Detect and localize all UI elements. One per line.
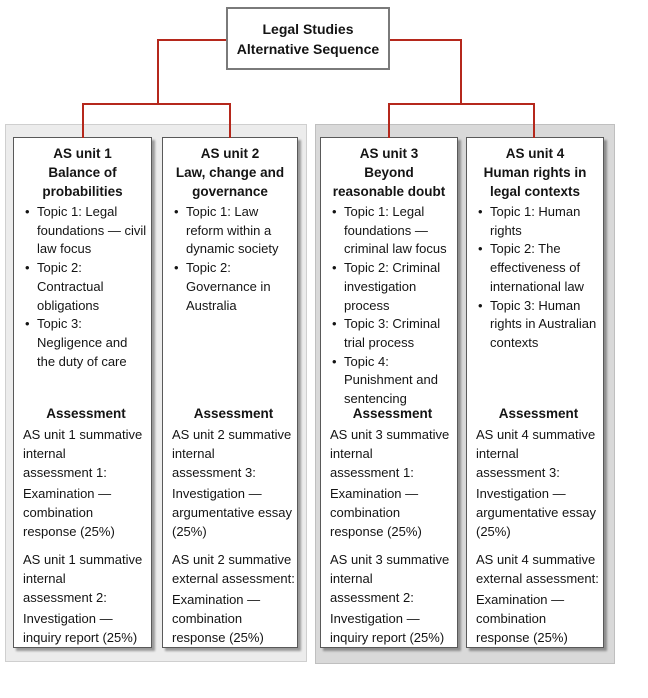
- assessment-detail: Investigation — inquiry report (25%): [330, 611, 445, 645]
- topic-item: Topic 2: Criminal investigation process: [330, 259, 454, 315]
- topic-item: Topic 2: Contractual obligations: [23, 259, 148, 315]
- assessment-heading: Assessment: [498, 406, 579, 421]
- assessment-detail: Investigation — inquiry report (25%): [23, 611, 138, 645]
- connector-stub-unit4: [533, 103, 535, 138]
- unit-heading: AS unit 4 Human rights in legal contexts: [467, 144, 603, 201]
- topic-item: Topic 3: Negligence and the duty of care: [23, 315, 148, 371]
- assessment-detail: Investigation — argumentative essay (25%…: [476, 486, 596, 539]
- connector-stub-unit2: [229, 103, 231, 138]
- topic-list: Topic 1: Legal foundations — criminal la…: [321, 203, 457, 409]
- unit-box-as-unit-2: AS unit 2 Law, change and governance Top…: [162, 137, 298, 648]
- assessment-section: Assessment AS unit 1 summative internal …: [14, 404, 151, 649]
- root-node: Legal Studies Alternative Sequence: [226, 7, 390, 70]
- topic-item: Topic 1: Law reform within a dynamic soc…: [172, 203, 294, 259]
- assessment-label: AS unit 2 summative internal assessment …: [172, 427, 292, 480]
- unit-heading: AS unit 3 Beyond reasonable doubt: [321, 144, 457, 201]
- assessment-label: AS unit 3 summative internal assessment …: [330, 427, 450, 480]
- connector-stub-unit3: [388, 103, 390, 138]
- assessment-label: AS unit 2 summative external assessment:: [172, 552, 295, 586]
- assessment-heading: Assessment: [46, 406, 126, 421]
- topic-item: Topic 4: Punishment and sentencing: [330, 353, 454, 409]
- assessment-detail: Examination — combination response (25%): [172, 592, 264, 645]
- assessment-detail: Examination — combination response (25%): [330, 486, 422, 539]
- connector-right-trunk: [460, 39, 462, 105]
- topic-item: Topic 1: Human rights: [476, 203, 600, 240]
- assessment-heading: Assessment: [352, 406, 433, 421]
- assessment-section: Assessment AS unit 3 summative internal …: [321, 404, 457, 649]
- assessment-section: Assessment AS unit 2 summative internal …: [163, 404, 297, 649]
- unit-name: Balance of probabilities: [42, 165, 123, 199]
- assessment-label: AS unit 4 summative internal assessment …: [476, 427, 596, 480]
- unit-title: AS unit 3: [359, 146, 419, 161]
- assessment-label: AS unit 1 summative internal assessment …: [23, 552, 143, 605]
- assessment-heading: Assessment: [193, 406, 274, 421]
- unit-name: Law, change and governance: [175, 165, 285, 199]
- topic-item: Topic 1: Legal foundations — civil law f…: [23, 203, 148, 259]
- unit-heading: AS unit 1 Balance of probabilities: [14, 144, 151, 201]
- connector-left-trunk: [157, 39, 159, 105]
- root-title-line1: Legal Studies: [262, 20, 354, 37]
- assessment-detail: Investigation — argumentative essay (25%…: [172, 486, 292, 539]
- unit-title: AS unit 1: [53, 146, 112, 161]
- topic-item: Topic 2: Governance in Australia: [172, 259, 294, 315]
- topic-item: Topic 2: The effectiveness of internatio…: [476, 240, 600, 296]
- connector-left-horizontal: [157, 39, 226, 41]
- assessment-label: AS unit 4 summative external assessment:: [476, 552, 599, 586]
- assessment-detail: Examination — combination response (25%): [23, 486, 115, 539]
- unit-title: AS unit 4: [505, 146, 565, 161]
- connector-stub-unit1: [82, 103, 84, 138]
- unit-title: AS unit 2: [200, 146, 260, 161]
- topic-item: Topic 1: Legal foundations — criminal la…: [330, 203, 454, 259]
- unit-box-as-unit-1: AS unit 1 Balance of probabilities Topic…: [13, 137, 152, 648]
- topic-list: Topic 1: Human rightsTopic 2: The effect…: [467, 203, 603, 353]
- topic-item: Topic 3: Criminal trial process: [330, 315, 454, 352]
- assessment-detail: Examination — combination response (25%): [476, 592, 568, 645]
- topic-list: Topic 1: Law reform within a dynamic soc…: [163, 203, 297, 315]
- connector-right-bar: [388, 103, 535, 105]
- unit-heading: AS unit 2 Law, change and governance: [163, 144, 297, 201]
- assessment-section: Assessment AS unit 4 summative internal …: [467, 404, 603, 649]
- assessment-label: AS unit 1 summative internal assessment …: [23, 427, 143, 480]
- unit-box-as-unit-4: AS unit 4 Human rights in legal contexts…: [466, 137, 604, 648]
- unit-name: Beyond reasonable doubt: [332, 165, 446, 199]
- assessment-label: AS unit 3 summative internal assessment …: [330, 552, 450, 605]
- unit-name: Human rights in legal contexts: [483, 165, 587, 199]
- unit-box-as-unit-3: AS unit 3 Beyond reasonable doubt Topic …: [320, 137, 458, 648]
- topic-item: Topic 3: Human rights in Australian cont…: [476, 297, 600, 353]
- topic-list: Topic 1: Legal foundations — civil law f…: [14, 203, 151, 371]
- connector-left-bar: [82, 103, 231, 105]
- root-title-line2: Alternative Sequence: [236, 40, 380, 57]
- connector-right-horizontal: [390, 39, 462, 41]
